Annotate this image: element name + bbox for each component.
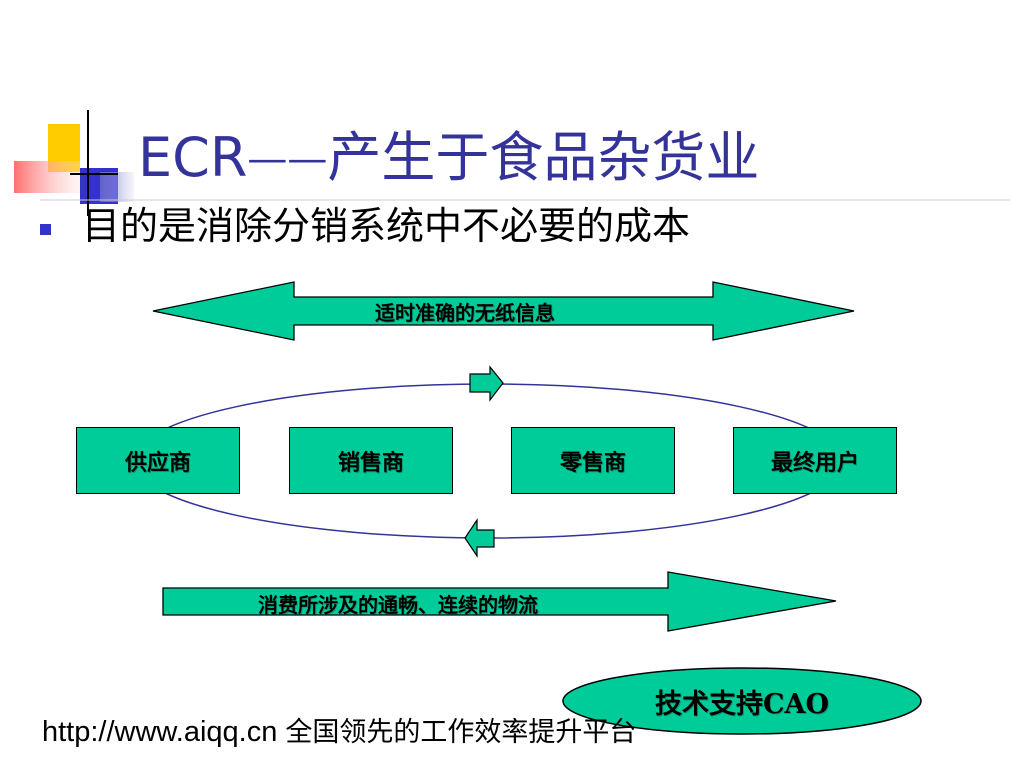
red-fade-bar	[14, 161, 80, 193]
counter-arrow-bottom	[464, 518, 495, 558]
info-flow-label: 适时准确的无纸信息	[375, 301, 555, 325]
node-distributor: 销售商	[289, 427, 453, 494]
logistics-flow-arrow	[162, 571, 837, 632]
title-dash: ——	[247, 136, 328, 182]
footer-tagline: 全国领先的工作效率提升平台	[285, 717, 637, 748]
clockwise-arrow-top	[469, 365, 504, 402]
info-flow-arrow	[152, 281, 855, 341]
cao-label: 技术支持CAO	[655, 688, 829, 720]
footer: http://www.aiqq.cn 全国领先的工作效率提升平台	[42, 712, 636, 753]
bullet-icon	[40, 224, 51, 235]
node-supplier: 供应商	[76, 427, 240, 494]
cao-ellipse	[562, 667, 922, 735]
bullet-text: 目的是消除分销系统中不必要的成本	[82, 204, 691, 248]
title-prefix: ECR	[138, 126, 248, 189]
node-end-user: 最终用户	[733, 427, 897, 494]
title-rest: 产生于食品杂货业	[327, 126, 760, 189]
blue-fade-bar	[100, 172, 134, 202]
footer-url[interactable]: http://www.aiqq.cn	[42, 716, 278, 748]
node-retailer: 零售商	[511, 427, 675, 494]
slide-title: ECR——产生于食品杂货业	[138, 118, 759, 198]
logistics-label: 消费所涉及的通畅、连续的物流	[258, 593, 538, 617]
